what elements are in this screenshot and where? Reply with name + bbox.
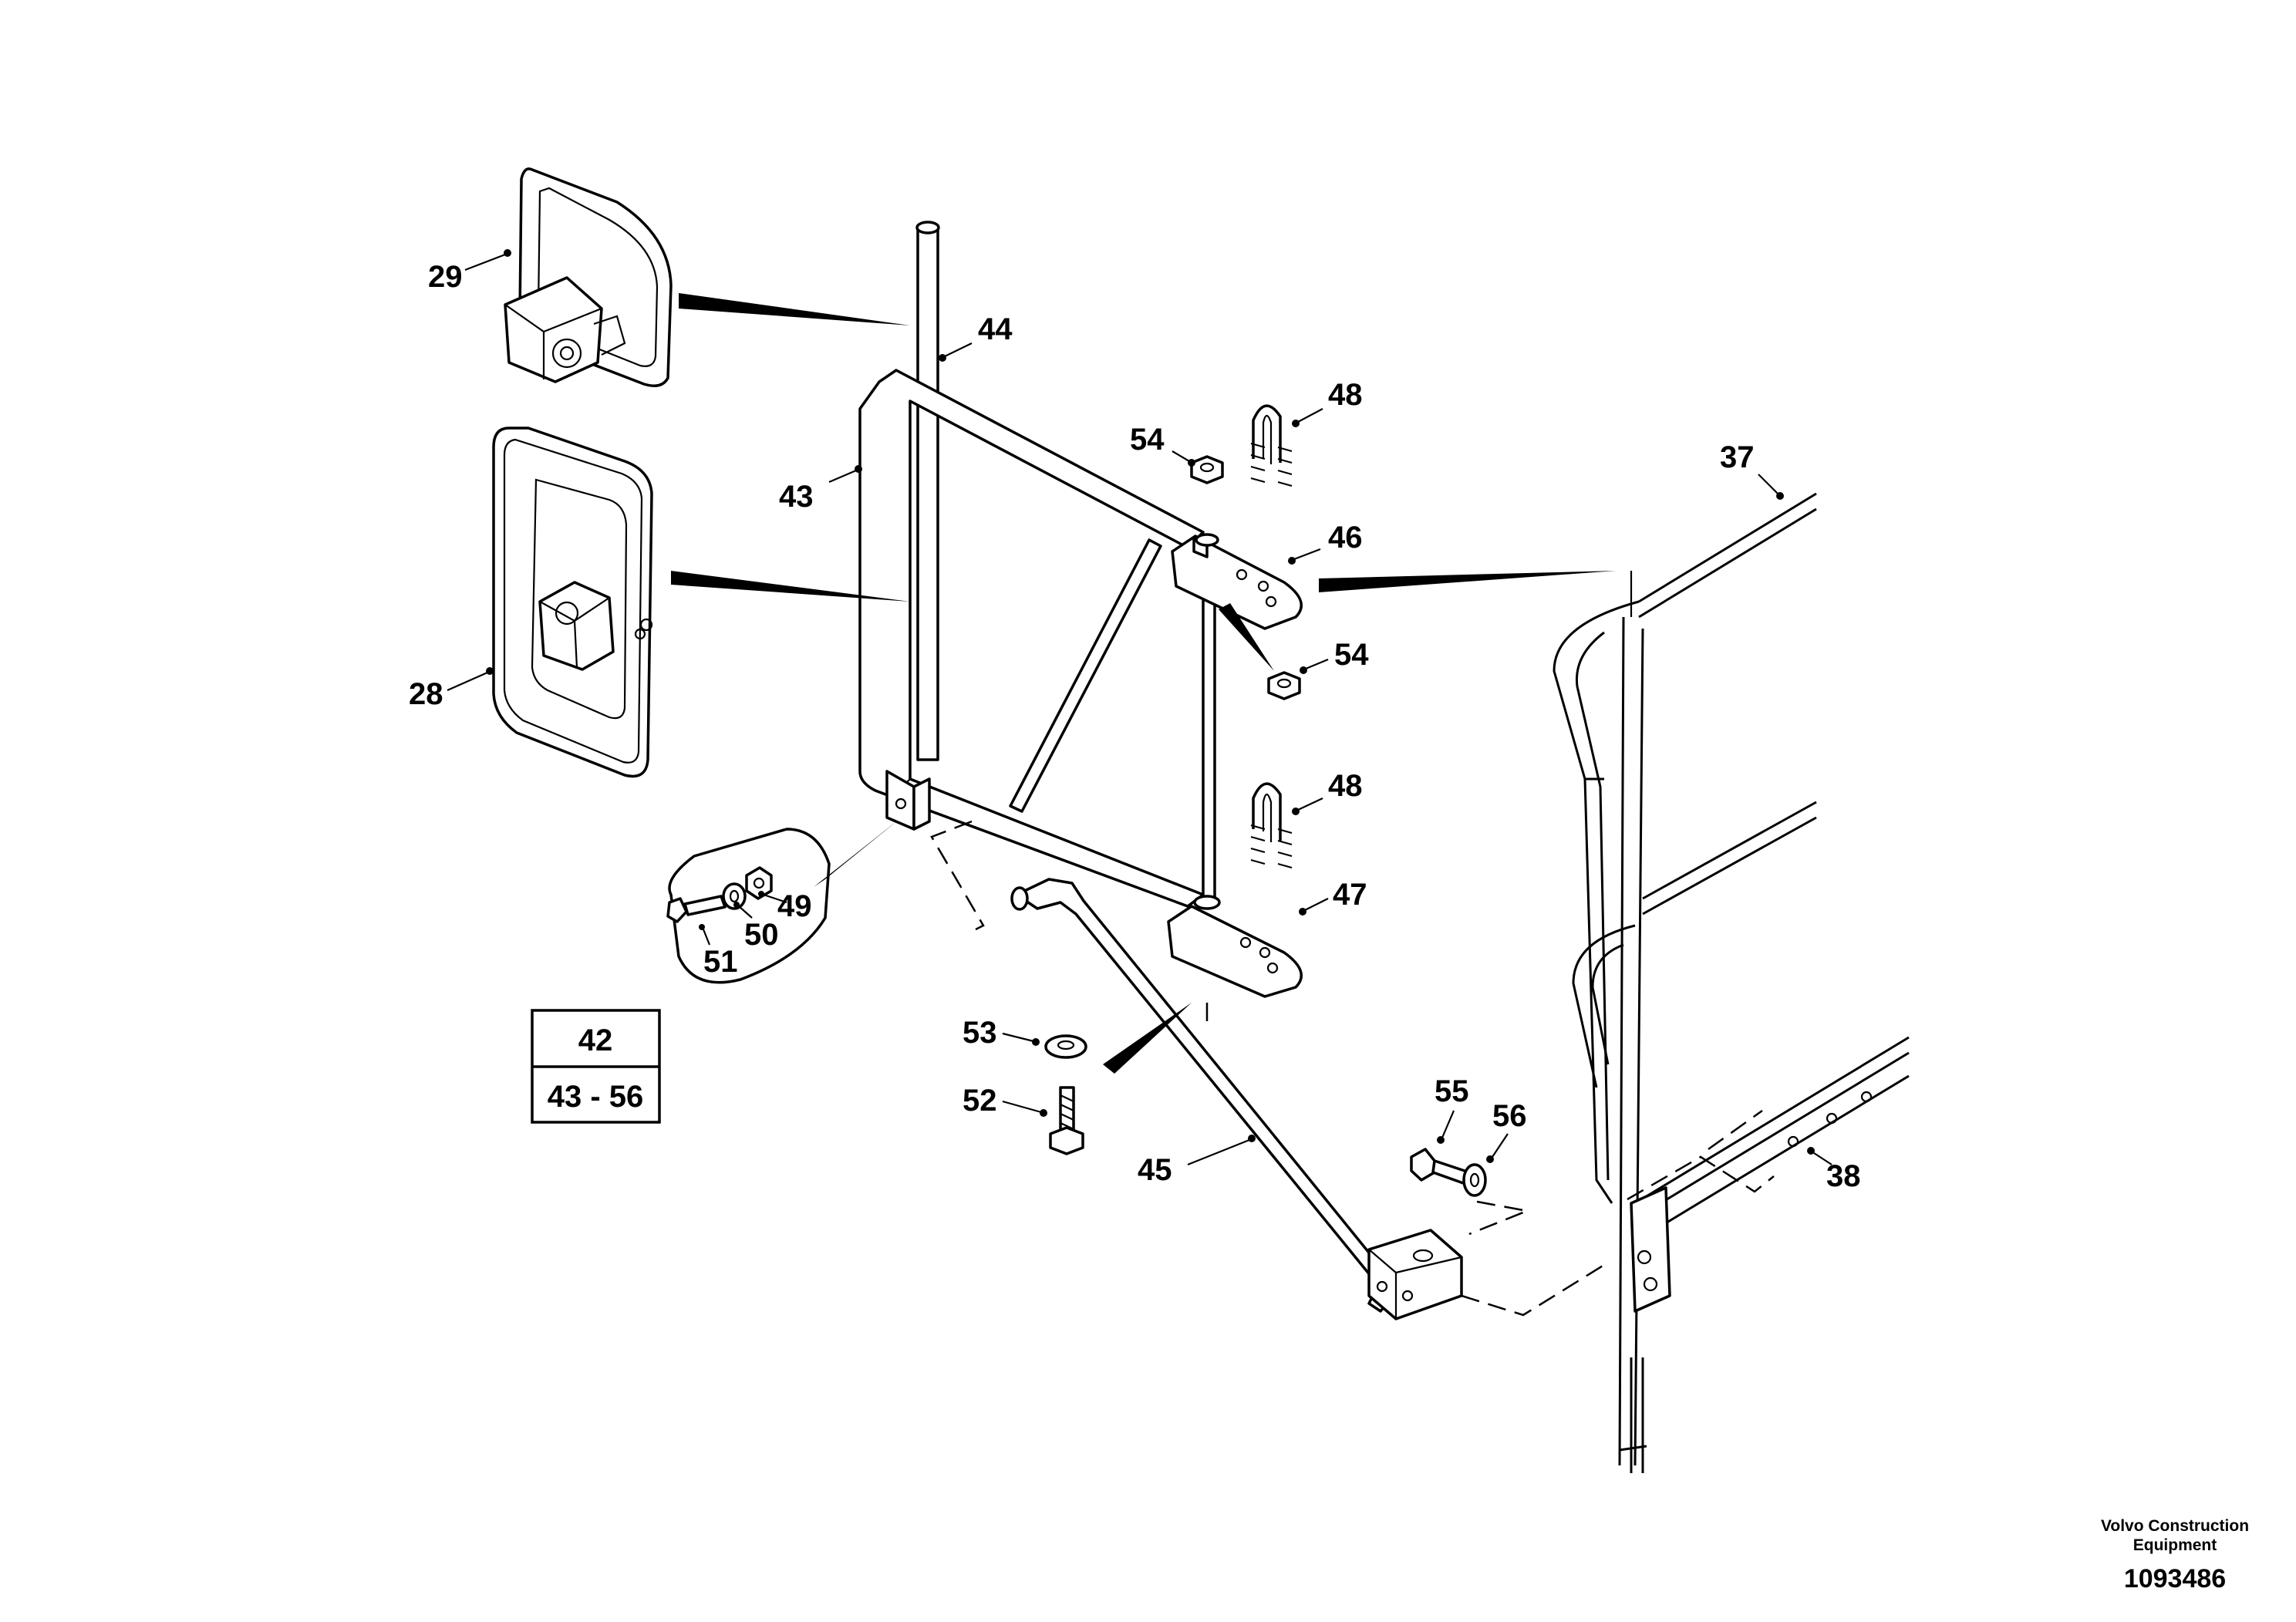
- callout-56: 56: [1492, 1099, 1527, 1133]
- footer-drawing-number: 1093486: [2124, 1564, 2226, 1593]
- callout-labels: 29 28 44 43 54 48 46 54 48 47 37 38 45 5…: [409, 260, 1861, 1193]
- footer-company-line1: Volvo Construction: [2101, 1517, 2249, 1535]
- kit-box-top: 42: [578, 1023, 613, 1057]
- drawing-footer: Volvo Construction Equipment 1093486: [2101, 1517, 2249, 1593]
- callout-51: 51: [703, 945, 738, 979]
- bolt-52: [1049, 1086, 1084, 1155]
- callout-55: 55: [1435, 1074, 1469, 1108]
- bolt-55: [1410, 1148, 1471, 1185]
- kit-box-bottom: 43 - 56: [548, 1080, 644, 1114]
- pointer-wedges: [671, 293, 1616, 1074]
- callout-52: 52: [963, 1084, 997, 1118]
- callout-46: 46: [1328, 521, 1363, 555]
- callout-43: 43: [779, 480, 814, 514]
- u-bolt-48-lower: [1250, 782, 1293, 869]
- washer-56: [1462, 1163, 1487, 1197]
- mirror-28: [492, 427, 653, 778]
- callout-54-lower: 54: [1334, 638, 1369, 672]
- assembly-dash-lines: [930, 571, 1775, 1317]
- nut-54-upper: [1190, 455, 1224, 484]
- callout-38: 38: [1826, 1159, 1861, 1193]
- callout-45: 45: [1138, 1153, 1172, 1187]
- callout-50: 50: [744, 918, 779, 952]
- callout-47: 47: [1333, 878, 1367, 912]
- callout-37: 37: [1720, 440, 1755, 474]
- callout-54-upper: 54: [1130, 423, 1165, 457]
- mirror-29: [504, 167, 673, 387]
- leader-lines: [447, 249, 1832, 1166]
- callout-44: 44: [978, 312, 1013, 346]
- cab-structure: [1553, 492, 1910, 1473]
- nut-54-lower: [1267, 671, 1301, 700]
- callout-28: 28: [409, 677, 443, 711]
- callout-29: 29: [428, 260, 463, 294]
- kit-reference-box: 42 43 - 56: [531, 1009, 661, 1124]
- callout-48-lower: 48: [1328, 769, 1363, 803]
- washer-53: [1044, 1034, 1087, 1059]
- u-bolt-48-upper: [1250, 404, 1293, 487]
- mirror-arm-45: [1010, 878, 1463, 1320]
- callout-49: 49: [777, 889, 812, 923]
- callout-48-upper: 48: [1328, 378, 1363, 412]
- callout-53: 53: [963, 1016, 997, 1050]
- mirror-frame-43: [858, 221, 1303, 998]
- footer-company-line2: Equipment: [2133, 1536, 2217, 1554]
